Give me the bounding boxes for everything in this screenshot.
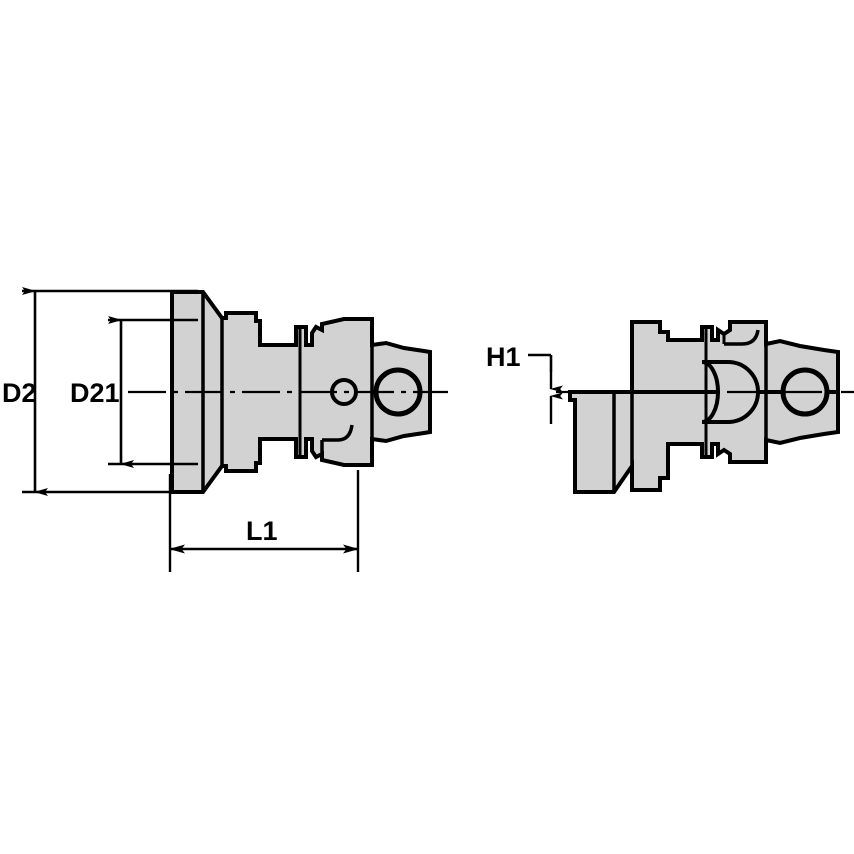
rotated-section-view — [556, 320, 854, 494]
dimension-label-d2: D2 — [2, 378, 37, 408]
dimension-label-l1: L1 — [246, 516, 278, 546]
slot-scallop — [724, 329, 760, 346]
dimension-h1: H1 — [486, 342, 563, 424]
drive-key-scallop — [322, 424, 354, 442]
dimension-label-h1: H1 — [486, 342, 521, 372]
front-side-view — [128, 290, 448, 494]
dimension-d2: D2 — [2, 287, 198, 496]
dimension-label-d21: D21 — [70, 378, 120, 408]
dimension-l1: L1 — [168, 470, 360, 572]
dimension-d21: D21 — [70, 316, 198, 468]
